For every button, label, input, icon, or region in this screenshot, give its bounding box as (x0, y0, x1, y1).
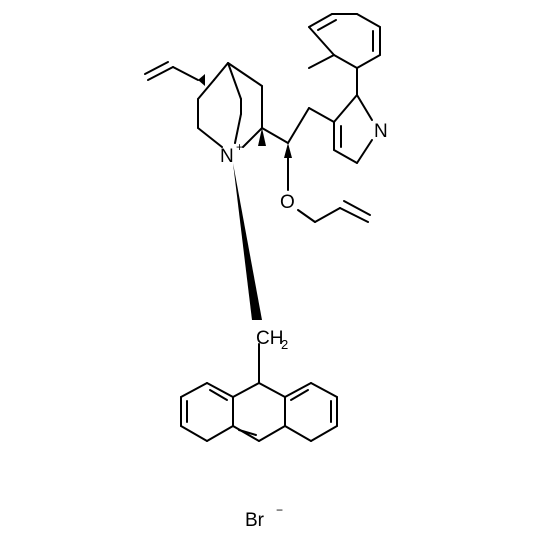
atom-n-quinoline: N (374, 121, 388, 142)
anthracene-ring (180, 382, 338, 442)
counterion-bromide: Br (245, 510, 265, 531)
atom-oxygen: O (280, 192, 295, 213)
charge-plus: + (236, 140, 243, 154)
quinuclidine-cage (144, 61, 310, 158)
counterion-charge: − (276, 503, 283, 517)
allyl-ether (287, 157, 371, 223)
quinoline-ring (308, 13, 381, 164)
atom-n-plus: N (220, 146, 234, 167)
wedge-bond-n-ch2 (233, 163, 262, 320)
atom-ch2-subscript: 2 (281, 337, 288, 352)
atom-ch2: CH (256, 328, 283, 349)
